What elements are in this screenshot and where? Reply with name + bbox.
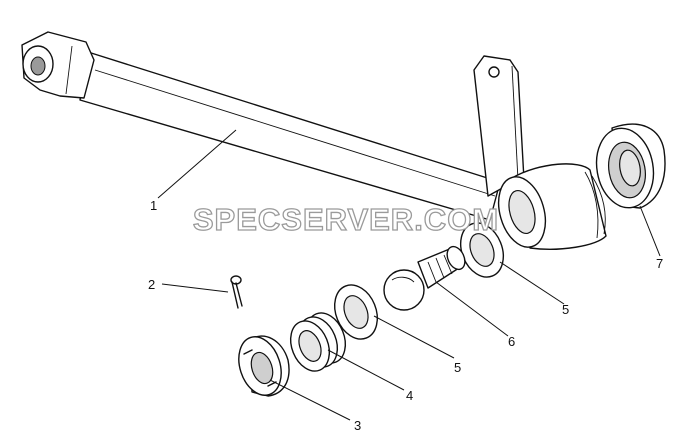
leader-lines [157,129,661,421]
callout-7: 7 [656,256,663,271]
part-4-spring [289,312,347,372]
callout-3: 3 [354,418,361,433]
watermark-text: SPECSERVER.COM [193,202,499,237]
part-5b-washer [333,284,379,340]
callout-6: 6 [508,334,515,349]
part-2-cotter-pin [230,275,243,309]
part-7-bushing [595,123,666,209]
callout-labels: 1 2 3 4 5 5 6 7 [148,198,663,433]
part-6-ball-pin [383,245,466,311]
callout-5-upper: 5 [562,302,569,317]
callout-4: 4 [406,388,413,403]
callout-5-lower: 5 [454,360,461,375]
callout-1: 1 [150,198,157,213]
part-1-rod-assembly [21,31,607,250]
callout-2: 2 [148,277,155,292]
part-3-slotted-nut [238,335,290,397]
